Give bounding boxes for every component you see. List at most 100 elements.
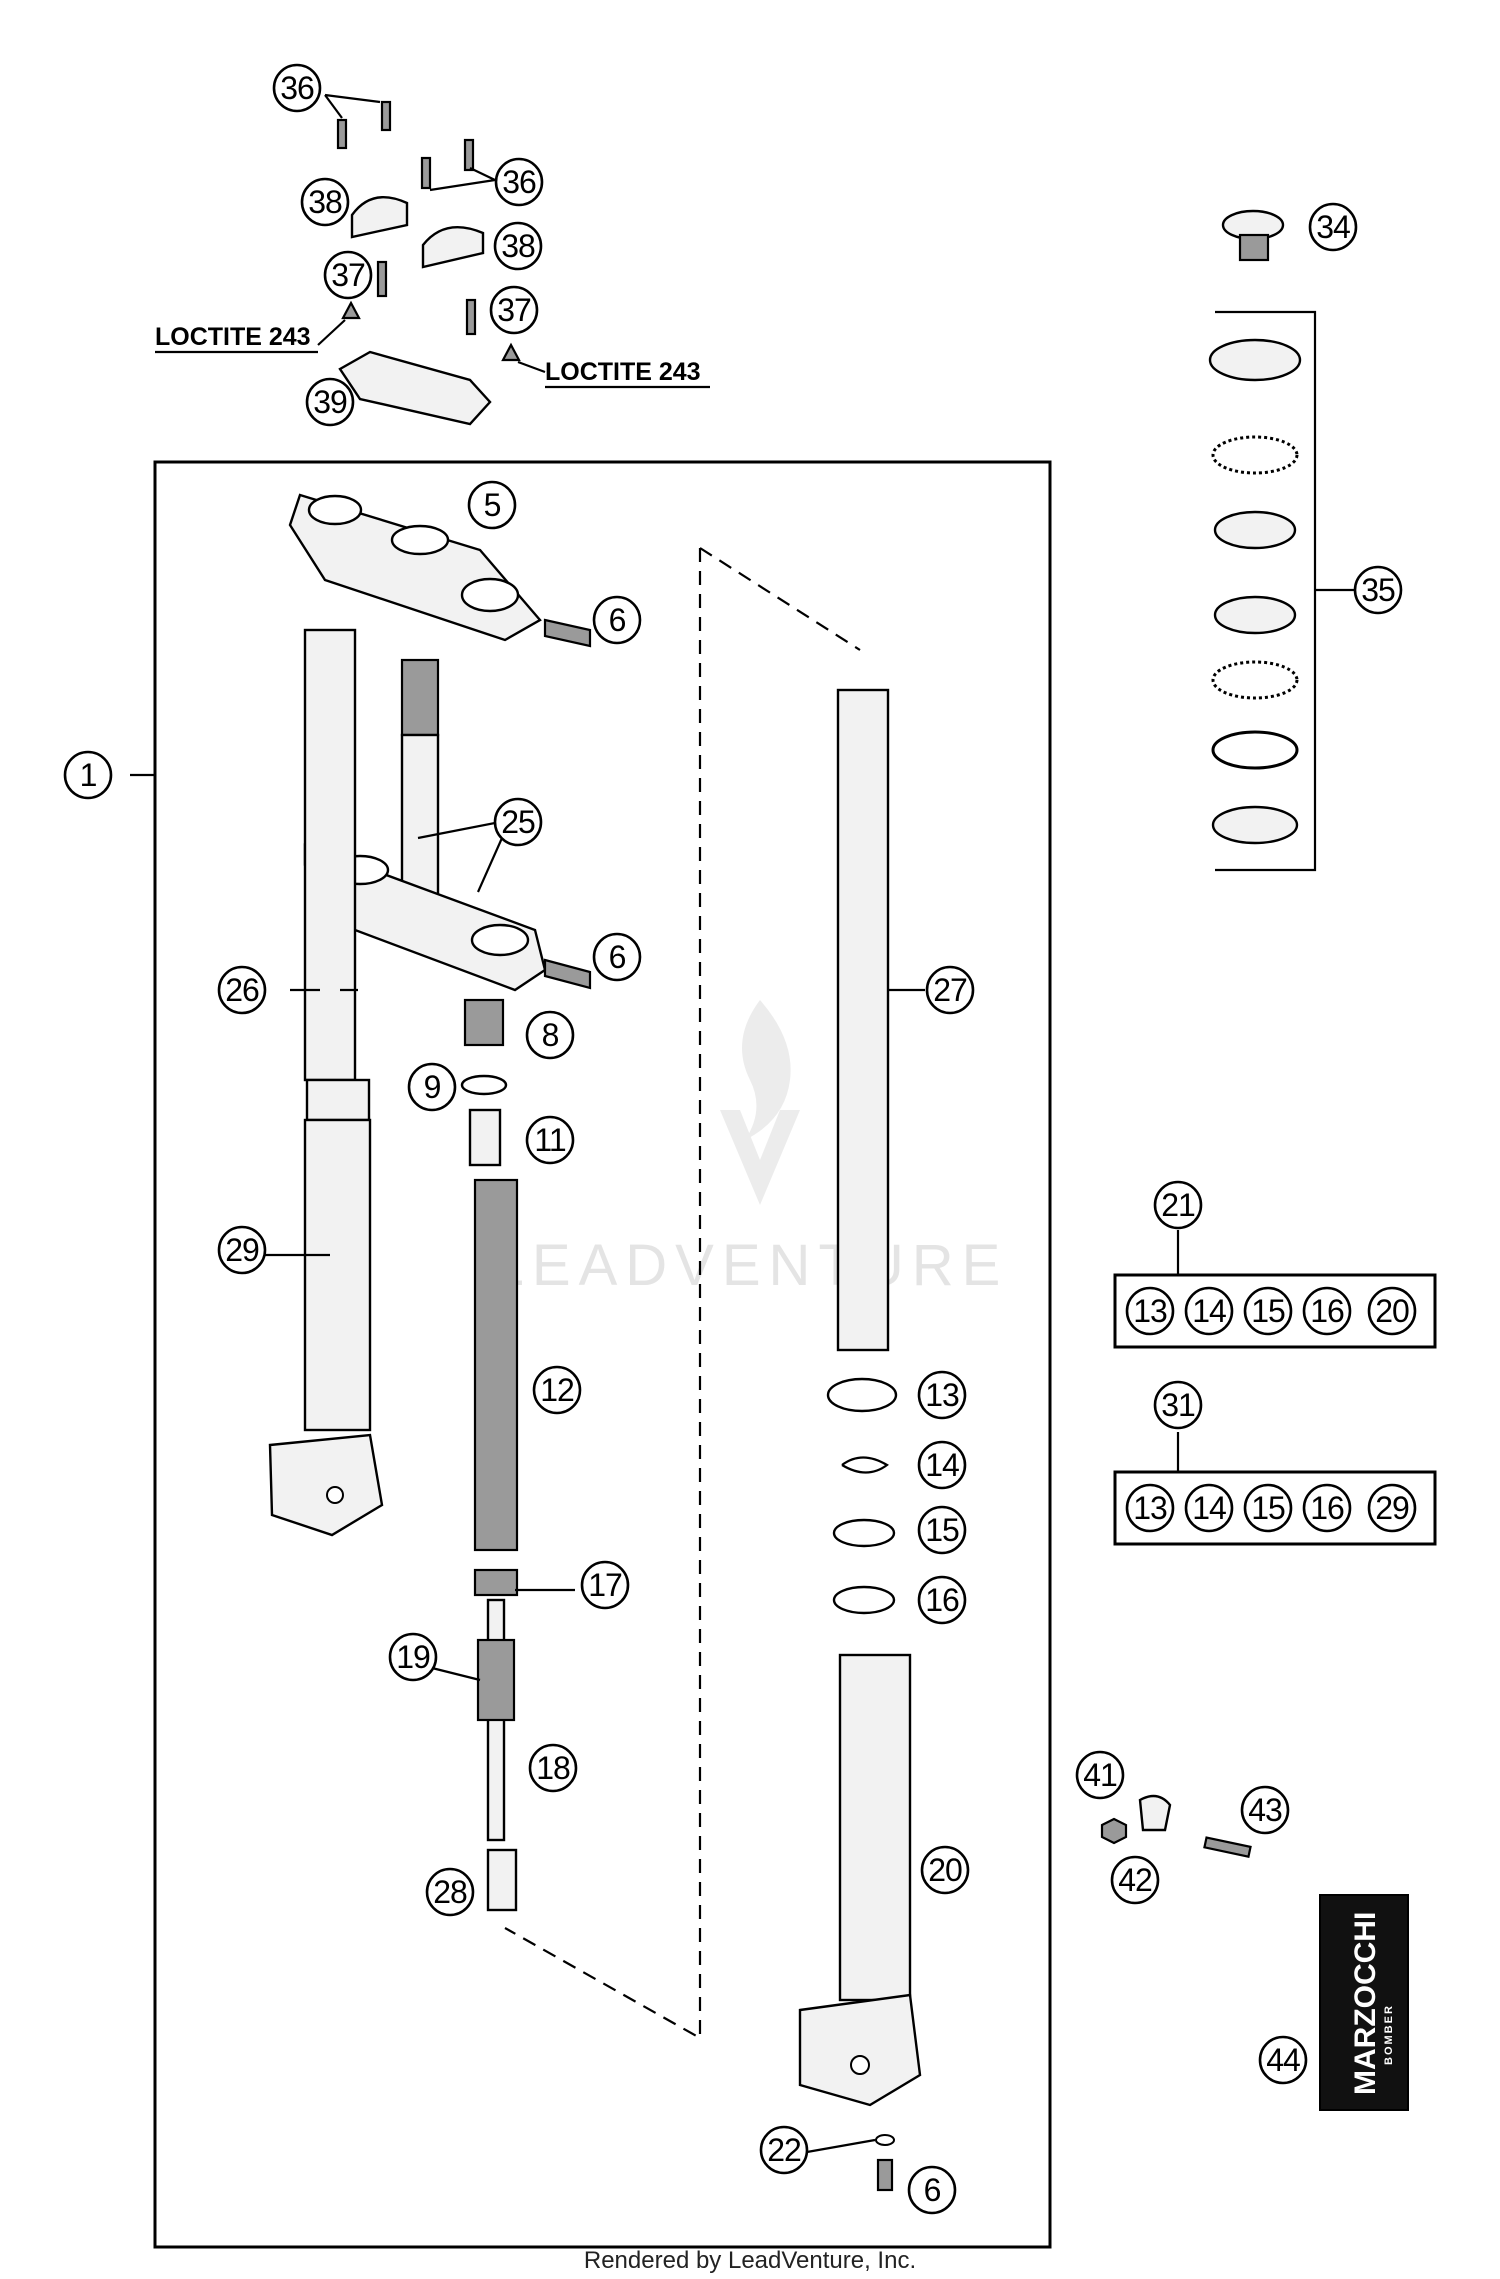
callout-14: 14 <box>917 1440 967 1490</box>
callout-34: 34 <box>1308 202 1358 252</box>
kit-item: 16 <box>1302 1483 1352 1533</box>
svg-text:16: 16 <box>1310 1490 1344 1526</box>
svg-text:12: 12 <box>540 1372 574 1408</box>
kit-item: 15 <box>1243 1483 1293 1533</box>
svg-text:36: 36 <box>502 164 536 200</box>
steering-bearing-kit <box>1208 209 1355 872</box>
svg-text:15: 15 <box>1251 1490 1285 1526</box>
svg-text:37: 37 <box>497 292 531 328</box>
svg-text:15: 15 <box>925 1512 959 1548</box>
upper-triple-clamp <box>288 493 592 648</box>
left-fork-leg <box>268 628 384 1537</box>
callout-31: 31 <box>1153 1380 1203 1430</box>
svg-text:39: 39 <box>313 384 347 420</box>
footer-credit: Rendered by LeadVenture, Inc. <box>584 2247 916 2274</box>
callout-43: 43 <box>1240 1785 1290 1835</box>
svg-text:14: 14 <box>1192 1490 1226 1526</box>
decal-brand-text: MARZOCCHI <box>1349 1912 1382 2095</box>
svg-text:29: 29 <box>225 1232 259 1268</box>
svg-text:20: 20 <box>928 1852 962 1888</box>
callout-22: 22 <box>759 2125 809 2175</box>
watermark: LEADVENTURE <box>492 1000 1009 1298</box>
callout-19: 19 <box>388 1632 438 1682</box>
svg-text:19: 19 <box>396 1639 430 1675</box>
svg-text:36: 36 <box>280 70 314 106</box>
callout-5: 5 <box>467 480 517 530</box>
svg-text:17: 17 <box>588 1567 622 1603</box>
callout-21: 21 <box>1153 1180 1203 1230</box>
svg-text:27: 27 <box>933 972 967 1008</box>
callout-44: 44 <box>1258 2035 1308 2085</box>
callout-41: 41 <box>1075 1750 1125 1800</box>
svg-text:11: 11 <box>534 1122 565 1158</box>
brake-line-clamp-parts <box>1100 1794 1252 1858</box>
svg-text:22: 22 <box>767 2132 801 2168</box>
svg-text:18: 18 <box>536 1750 570 1786</box>
svg-text:9: 9 <box>424 1069 441 1105</box>
svg-text:15: 15 <box>1251 1293 1285 1329</box>
callout-42: 42 <box>1110 1855 1160 1905</box>
svg-text:31: 31 <box>1161 1387 1195 1423</box>
svg-text:38: 38 <box>308 184 342 220</box>
callout-1: 1 <box>63 750 113 800</box>
kit-21-items: 13 14 15 16 20 <box>1125 1286 1417 1336</box>
callout-12: 12 <box>532 1365 582 1415</box>
kit-item: 16 <box>1302 1286 1352 1336</box>
svg-text:5: 5 <box>484 487 501 523</box>
svg-text:29: 29 <box>1375 1490 1409 1526</box>
loctite-note-right: LOCTITE 243 <box>545 358 701 386</box>
svg-text:14: 14 <box>1192 1293 1226 1329</box>
svg-text:41: 41 <box>1083 1757 1117 1793</box>
callout-6b: 6 <box>592 932 642 982</box>
callout-15: 15 <box>917 1505 967 1555</box>
callout-36b: 36 <box>494 157 544 207</box>
watermark-text: LEADVENTURE <box>492 1233 1009 1298</box>
callout-39: 39 <box>305 377 355 427</box>
svg-text:26: 26 <box>225 972 259 1008</box>
handlebar-clamp-parts <box>317 93 546 426</box>
callout-25: 25 <box>493 797 543 847</box>
svg-text:8: 8 <box>542 1017 559 1053</box>
callout-8: 8 <box>525 1010 575 1060</box>
svg-text:43: 43 <box>1248 1792 1282 1828</box>
kit-item: 29 <box>1367 1483 1417 1533</box>
kit-item: 14 <box>1184 1483 1234 1533</box>
svg-text:25: 25 <box>501 804 535 840</box>
callout-20: 20 <box>920 1845 970 1895</box>
callout-18: 18 <box>528 1743 578 1793</box>
svg-text:1: 1 <box>80 757 97 793</box>
svg-text:6: 6 <box>609 602 626 638</box>
callout-29: 29 <box>217 1225 267 1275</box>
kit-item: 13 <box>1125 1483 1175 1533</box>
callout-26: 26 <box>217 965 267 1015</box>
assembly-guide-line <box>504 548 702 2040</box>
svg-text:13: 13 <box>1133 1490 1167 1526</box>
kit-31-items: 13 14 15 16 29 <box>1125 1483 1417 1533</box>
fork-assembly-frame <box>153 460 1052 2249</box>
svg-text:21: 21 <box>1161 1187 1195 1223</box>
svg-text:44: 44 <box>1266 2042 1300 2078</box>
svg-text:6: 6 <box>924 2172 941 2208</box>
kit-item: 20 <box>1367 1286 1417 1336</box>
kit-item: 14 <box>1184 1286 1234 1336</box>
svg-text:34: 34 <box>1316 209 1350 245</box>
svg-text:6: 6 <box>609 939 626 975</box>
svg-text:28: 28 <box>433 1874 467 1910</box>
svg-text:16: 16 <box>1310 1293 1344 1329</box>
loctite-note-left: LOCTITE 243 <box>155 323 311 351</box>
callout-36a: 36 <box>272 63 322 113</box>
kit-item: 13 <box>1125 1286 1175 1336</box>
svg-text:42: 42 <box>1118 1862 1152 1898</box>
damper-internals <box>460 998 519 1912</box>
callout-16: 16 <box>917 1575 967 1625</box>
callout-35: 35 <box>1353 565 1403 615</box>
right-fork-leg <box>798 688 922 2192</box>
svg-text:38: 38 <box>501 228 535 264</box>
callout-38b: 38 <box>493 221 543 271</box>
svg-text:20: 20 <box>1375 1293 1409 1329</box>
fork-decal: MARZOCCHI BOMBER <box>1319 1894 1409 2111</box>
callout-38a: 38 <box>300 177 350 227</box>
svg-text:37: 37 <box>331 257 365 293</box>
loctite-notes: LOCTITE 243 LOCTITE 243 <box>155 323 710 389</box>
